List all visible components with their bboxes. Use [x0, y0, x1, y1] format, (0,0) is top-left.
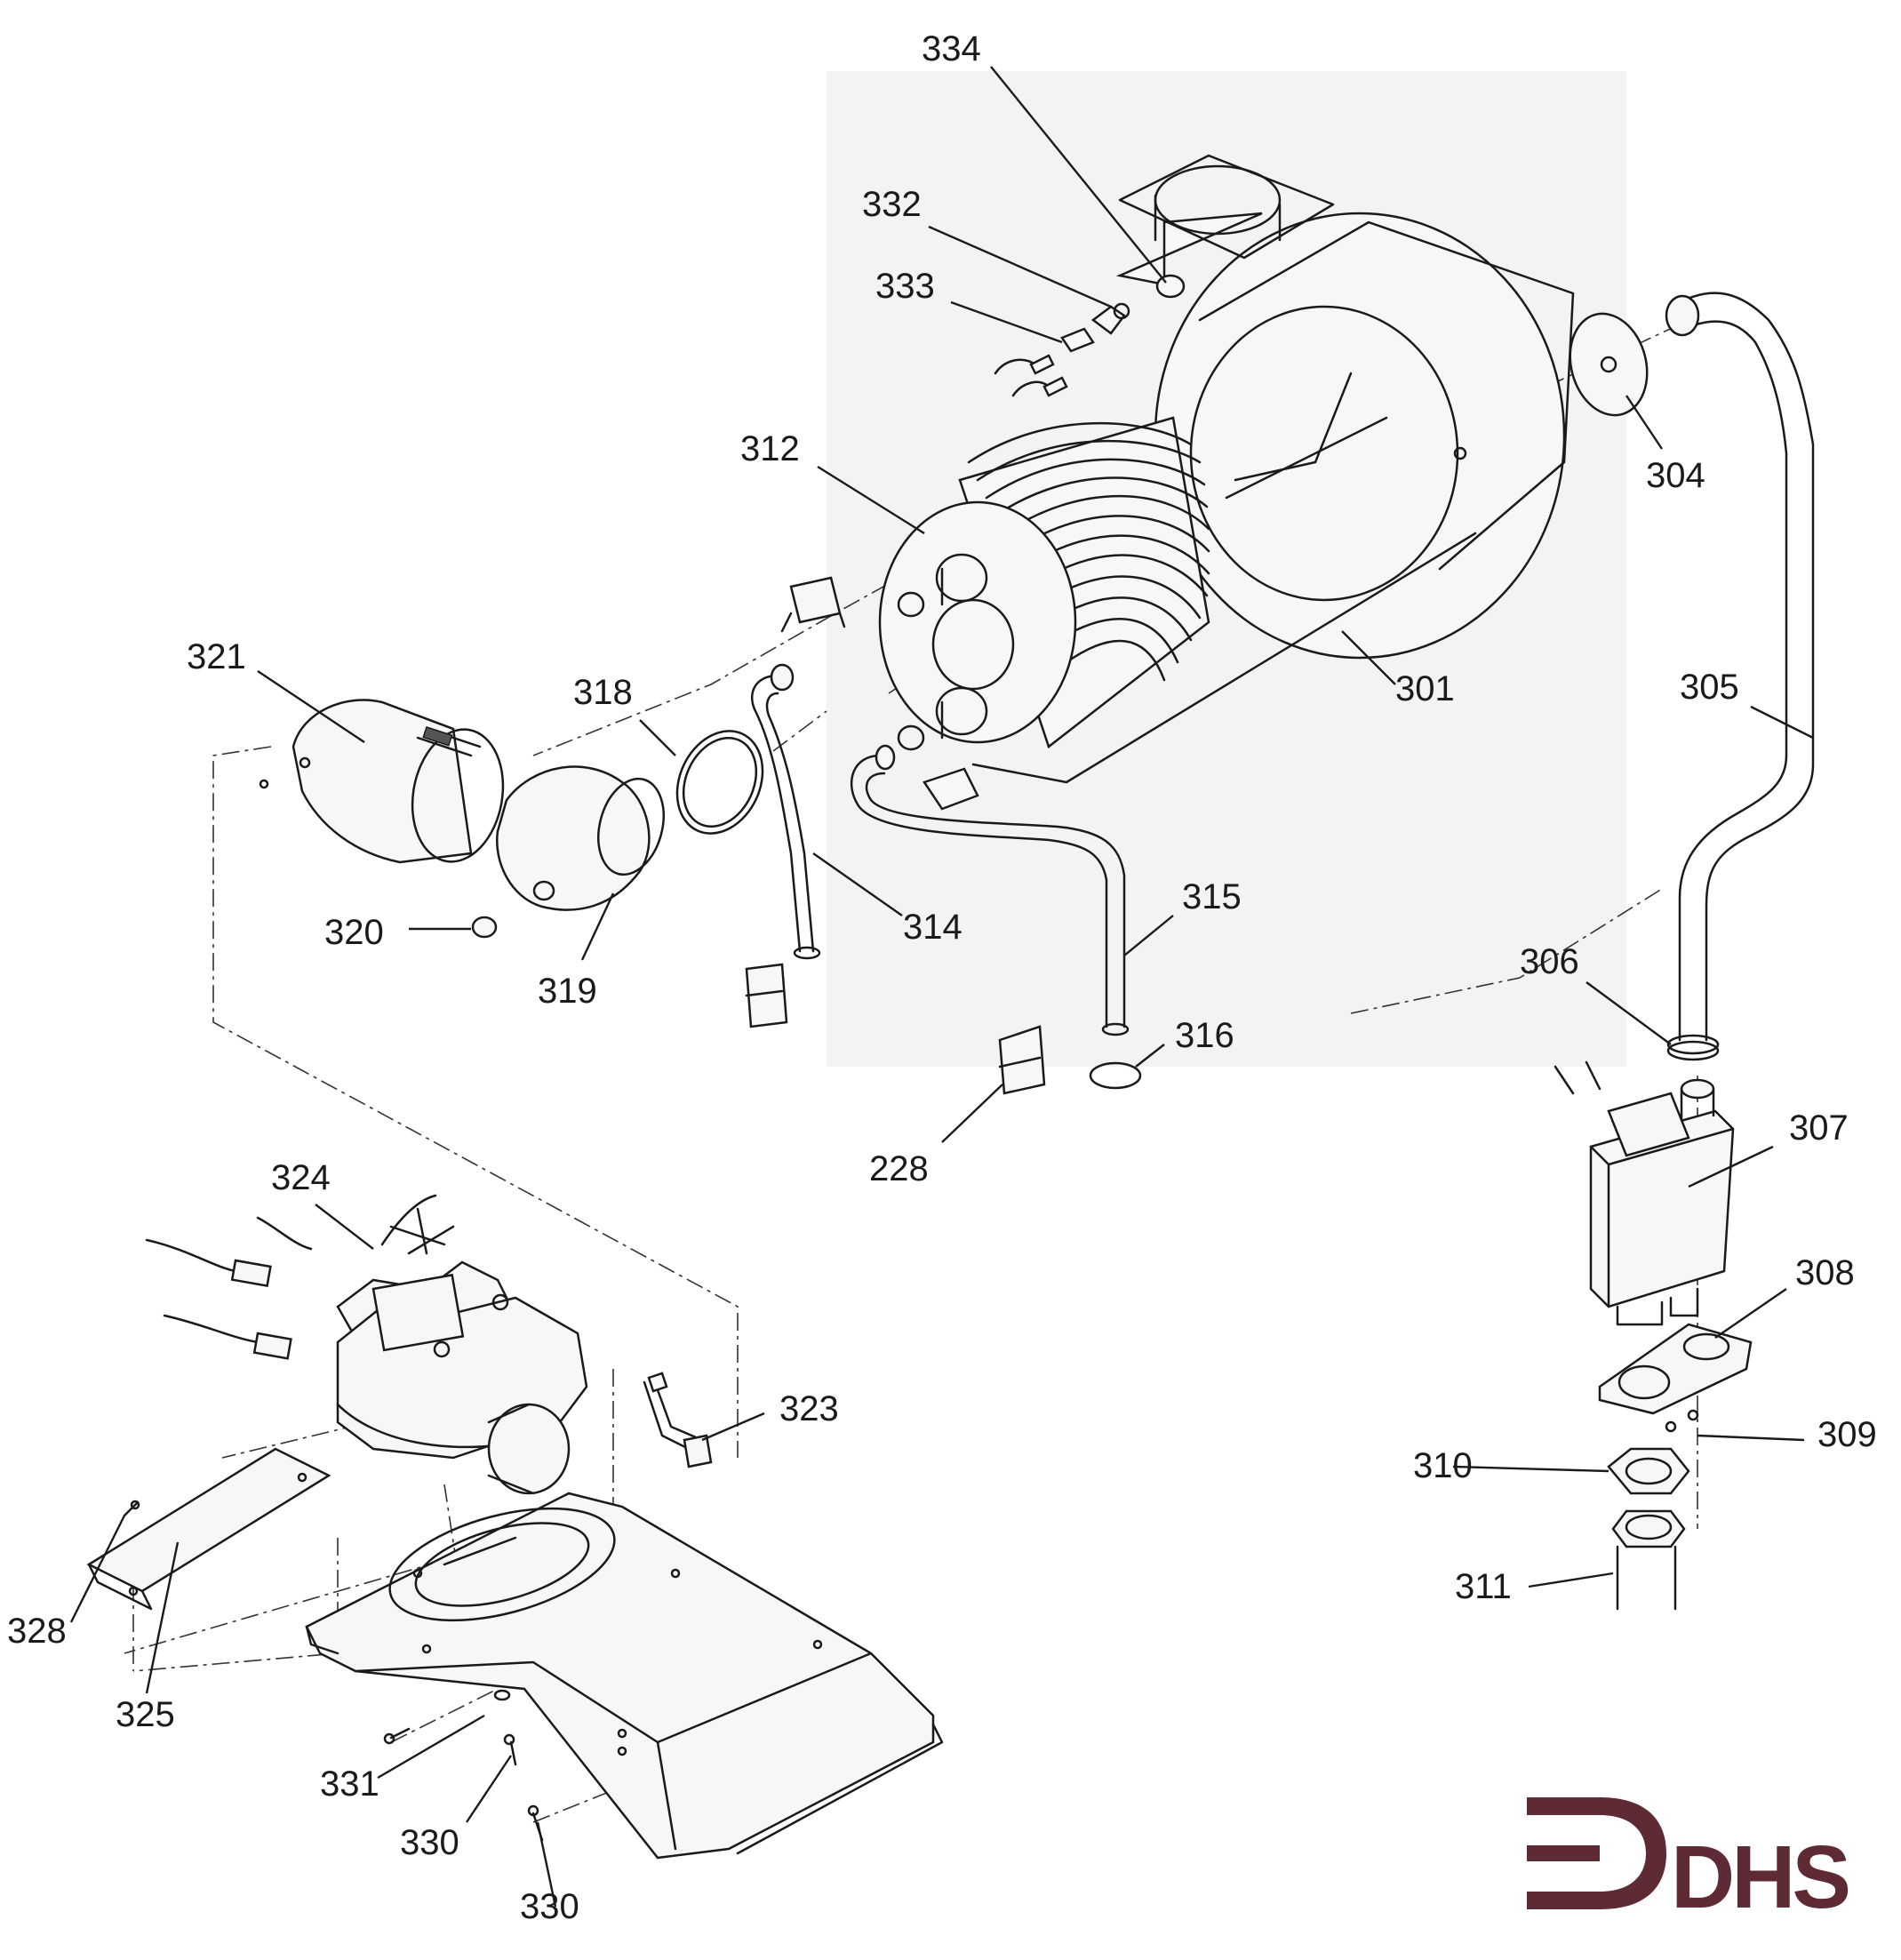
callout-310: 310	[1413, 1446, 1473, 1485]
callout-315: 315	[1182, 877, 1242, 916]
callout-307: 307	[1789, 1108, 1849, 1148]
part-331-screw	[383, 1727, 411, 1745]
callout-321: 321	[187, 637, 246, 676]
callout-labels: 334 332 333 312 304 301 305 321 318 314 …	[7, 29, 1877, 1926]
part-325-cover-plate	[86, 1447, 331, 1611]
part-320-nut	[471, 916, 498, 939]
callout-316: 316	[1175, 1016, 1234, 1055]
part-fan-mounting-tray	[305, 1492, 944, 1860]
part-318-seal-ring	[675, 730, 764, 835]
part-310-nut	[1607, 1447, 1690, 1495]
callout-325: 325	[116, 1695, 175, 1734]
dhs-logo-arrow-icon	[1527, 1797, 1666, 1909]
callout-306: 306	[1520, 942, 1579, 981]
part-333-thermostat	[994, 327, 1095, 397]
part-315-pipe	[850, 744, 1130, 1036]
part-312-heat-exchanger	[878, 416, 1210, 751]
part-clip-upper	[780, 576, 846, 633]
part-228-clip	[998, 1025, 1046, 1095]
callout-330-upper: 330	[400, 1823, 459, 1862]
part-clip-314	[745, 963, 788, 1028]
callout-228: 228	[869, 1149, 929, 1188]
callout-319: 319	[538, 972, 597, 1011]
callout-332: 332	[862, 185, 922, 224]
part-304-gasket	[1569, 312, 1649, 417]
callout-320: 320	[324, 913, 384, 952]
part-308-bracket	[1598, 1323, 1753, 1415]
callout-304: 304	[1646, 456, 1705, 495]
callout-333: 333	[875, 267, 935, 306]
part-307-condensate-trap	[1554, 1060, 1735, 1326]
part-332-sensor	[1090, 302, 1130, 335]
part-323-pressure-tube	[643, 1372, 713, 1468]
part-314-pipe	[750, 663, 821, 960]
dhs-logo-text: DHS	[1671, 1828, 1848, 1927]
leader-lines	[69, 66, 1814, 1908]
callout-331: 331	[320, 1764, 379, 1804]
callout-312: 312	[740, 429, 800, 468]
callout-308: 308	[1795, 1253, 1855, 1292]
callout-314: 314	[903, 908, 962, 947]
callout-334: 334	[922, 29, 981, 68]
callout-311: 311	[1455, 1567, 1512, 1606]
callout-318: 318	[573, 673, 633, 712]
part-306-hose-clamp	[1666, 1034, 1720, 1061]
callout-328: 328	[7, 1612, 67, 1651]
callout-330-lower: 330	[520, 1887, 579, 1926]
part-319-elbow	[495, 765, 665, 911]
part-328-screw	[123, 1500, 140, 1517]
dhs-logo: DHS	[1527, 1797, 1851, 1927]
part-309-screws	[1665, 1409, 1699, 1433]
part-305-flue-pipe	[1665, 292, 1815, 1042]
callout-324: 324	[271, 1158, 331, 1197]
part-301-combustion-chamber	[971, 154, 1575, 784]
callout-309: 309	[1817, 1415, 1877, 1454]
part-316-o-ring	[1089, 1061, 1142, 1090]
callout-301: 301	[1395, 669, 1455, 708]
callout-305: 305	[1680, 668, 1739, 707]
part-334-fitting	[1155, 274, 1186, 299]
part-330-screw-a	[493, 1689, 517, 1766]
part-311-drain-pipe	[1611, 1509, 1686, 1611]
part-clip-lower	[923, 767, 979, 811]
part-324-fan	[145, 1194, 588, 1495]
callout-323: 323	[779, 1389, 839, 1428]
part-321-flue-adaptor	[259, 699, 505, 864]
